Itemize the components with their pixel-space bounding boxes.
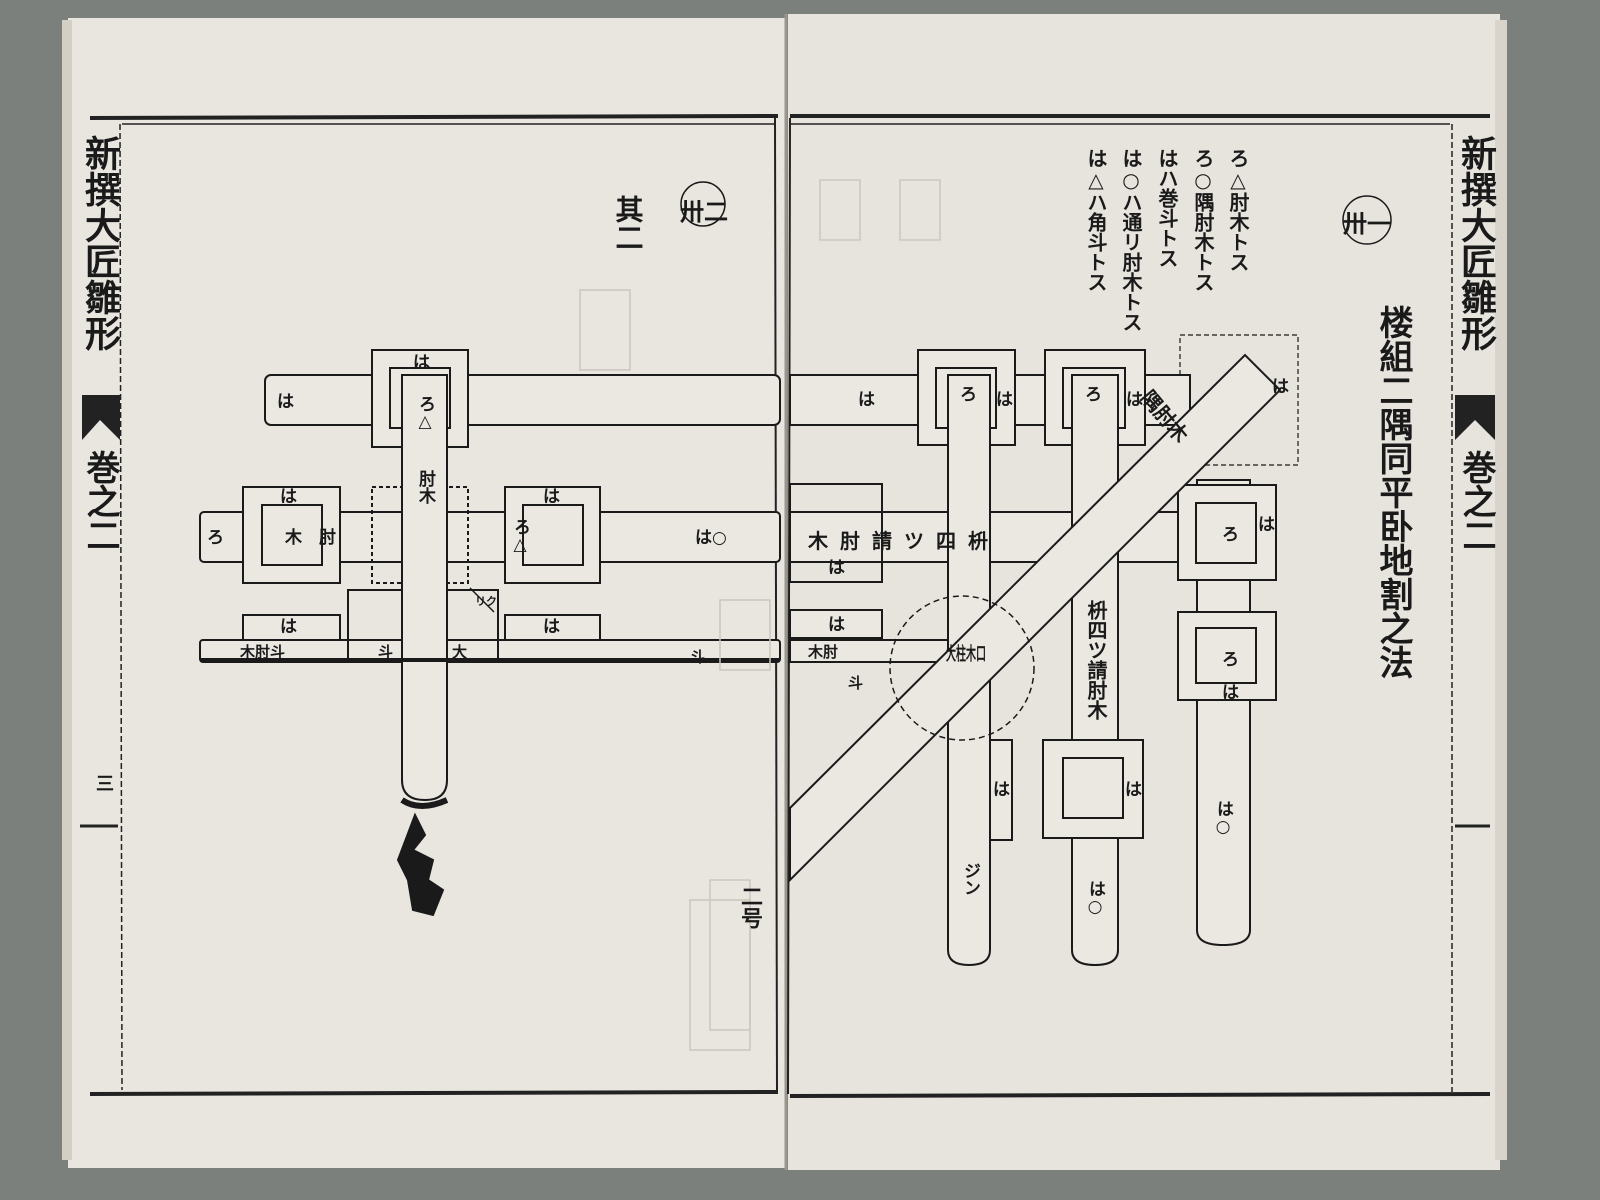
page-edges: [1495, 20, 1507, 1160]
right-plate-number: 卅一: [1343, 209, 1391, 238]
label-ro-triangle: ろ△: [510, 518, 530, 555]
legend: ろ△肘木トス ろ○隅肘木トス はハ巻斗トス は○ハ通リ肘木トス は△ハ角斗トス: [1084, 148, 1250, 332]
label-ha: は: [828, 615, 845, 635]
label-ha: は: [280, 487, 297, 507]
label-ha: は: [1126, 390, 1143, 410]
label-jin: ジン: [960, 862, 980, 896]
left-volume: 巻之二: [80, 450, 120, 552]
legend-line: は○ハ通リ肘木トス: [1119, 148, 1143, 332]
legend-line: はハ巻斗トス: [1155, 148, 1179, 268]
label-hijiki-vertical: 肘木: [415, 470, 437, 505]
label-ha: は: [996, 390, 1013, 410]
label-hijiki-horizontal: 木 肘: [284, 527, 336, 548]
label-to: 斗: [690, 648, 705, 666]
label-ha: は: [543, 487, 560, 507]
label-masu-yotsu-vertical: 枡四ツ請肘木: [1084, 600, 1108, 721]
right-page-title: 楼組二隅同平卧地割之法: [1373, 305, 1413, 679]
label-daichu: 大柱木口: [946, 643, 986, 665]
label-ha: は: [1222, 683, 1239, 703]
label-ro-triangle: ろ△: [415, 395, 435, 432]
label-ro: ろ: [207, 528, 224, 548]
label-nigo: 二号: [737, 885, 763, 929]
label-ha: は: [277, 392, 294, 412]
label-to: 斗: [848, 674, 863, 692]
left-diagram: [199, 181, 781, 917]
legend-line: ろ○隅肘木トス: [1191, 148, 1215, 292]
right-volume: 巻之二: [1456, 450, 1496, 552]
label-to-hijiki: 木肘: [807, 643, 838, 661]
left-spine-title: 新撰大匠雛形: [79, 135, 121, 352]
left-black-fishtail: [82, 395, 120, 440]
label-ro: ろ: [1085, 385, 1102, 405]
label-to-hijiki: 木肘斗: [239, 643, 285, 661]
label-ha: は: [280, 617, 297, 637]
label-ro: ろ: [1222, 525, 1239, 545]
label-ha: は: [858, 390, 875, 410]
right-page: [788, 14, 1500, 1170]
left-plate-number: 卅二: [680, 197, 728, 226]
label-ro: ろ: [1222, 650, 1239, 670]
left-page-edges: [62, 20, 72, 1160]
label-masu-yotsu-horizontal: 木肘請ツ四枡: [807, 529, 1000, 553]
label-ha: は: [1258, 515, 1275, 535]
right-diagram: [789, 195, 1392, 967]
label-ha: は: [413, 353, 430, 373]
right-faded-showthrough: [709, 179, 941, 1031]
label-dai: 大: [452, 643, 467, 661]
left-frame: [89, 114, 779, 1096]
label-to: 斗: [378, 643, 393, 661]
left-page-number: 三: [96, 774, 114, 795]
label-ha: は: [543, 617, 560, 637]
right-spine-title: 新撰大匠雛形: [1455, 135, 1497, 352]
legend-line: ろ△肘木トス: [1226, 148, 1250, 272]
label-ha-circle: は○: [1213, 800, 1233, 837]
label-ro: ろ: [960, 385, 977, 405]
label-ha-circle: は○: [1085, 880, 1105, 917]
left-subtitle: 其二: [612, 195, 645, 251]
right-black-fishtail: [1455, 395, 1495, 440]
label-ha: は: [993, 780, 1010, 800]
label-riku: リク: [475, 595, 497, 608]
label-ha: は: [1125, 780, 1142, 800]
right-frame: [787, 114, 1491, 1098]
label-ha-circle: は○: [695, 528, 727, 548]
label-ha: は: [1272, 377, 1289, 397]
legend-line: は△ハ角斗トス: [1084, 148, 1108, 292]
label-ha: は: [828, 558, 845, 578]
